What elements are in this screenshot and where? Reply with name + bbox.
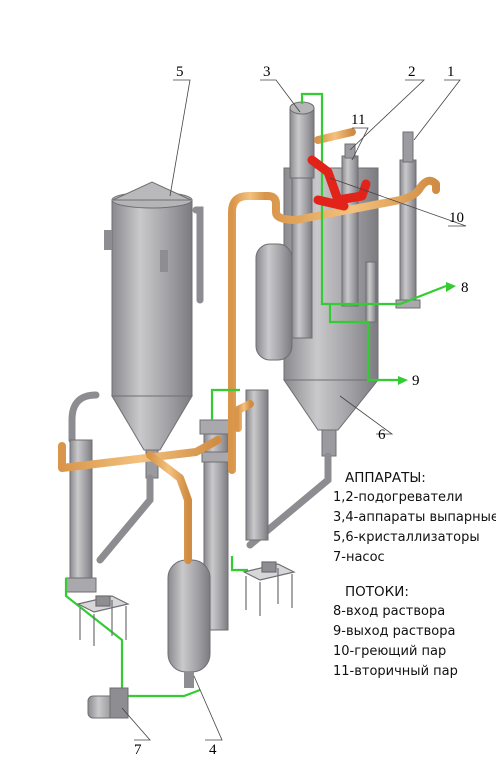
crystallizer-5 [104, 181, 193, 479]
legend-apparatus-item: 7-насос [333, 550, 385, 565]
legend-flows-title: ПОТОКИ: [345, 584, 409, 600]
legend-apparatus-title: АППАРАТЫ: [345, 470, 426, 486]
callout-5: 5 [176, 64, 184, 80]
callout-4: 4 [209, 742, 217, 758]
platform-left [76, 595, 130, 646]
callout-9: 9 [412, 373, 420, 389]
callout-2: 2 [408, 64, 416, 80]
platform-right [242, 561, 296, 616]
evaporator-4 [167, 419, 233, 688]
callout-1: 1 [447, 64, 455, 80]
pump-7 [87, 687, 129, 719]
callout-8: 8 [461, 280, 469, 296]
legend-flows-item: 9-выход раствора [333, 624, 456, 639]
legend-apparatus-item: 5,6-кристаллизаторы [333, 530, 480, 545]
secondary-vapor-piping [58, 116, 440, 564]
inlet-arrow-8 [446, 282, 456, 292]
heater-1 [395, 131, 421, 309]
callout-7: 7 [134, 742, 142, 758]
callout-6: 6 [378, 427, 386, 443]
heating-steam-manifold [307, 155, 371, 211]
left-heater-column [65, 439, 97, 593]
callout-10: 10 [449, 210, 464, 226]
outlet-arrow-9 [398, 376, 408, 385]
legend-flows-item: 11-вторичный пар [333, 664, 458, 679]
callout-3: 3 [263, 64, 271, 80]
legend-apparatus-item: 1,2-подогреватели [333, 490, 463, 505]
middle-separator [245, 243, 293, 541]
callout-11: 11 [351, 112, 365, 128]
legend-apparatus: АППАРАТЫ: 1,2-подогреватели 3,4-аппараты… [333, 470, 496, 568]
gray-piping [68, 206, 332, 564]
legend-flows-item: 8-вход раствора [333, 604, 446, 619]
legend-flows-item: 10-греющий пар [333, 644, 447, 659]
heater-2 [341, 143, 359, 307]
leader-lines [121, 79, 467, 741]
legend-apparatus-item: 3,4-аппараты выпарные [333, 510, 496, 525]
legend-flows: ПОТОКИ: 8-вход раствора 9-выход раствора… [333, 584, 458, 682]
